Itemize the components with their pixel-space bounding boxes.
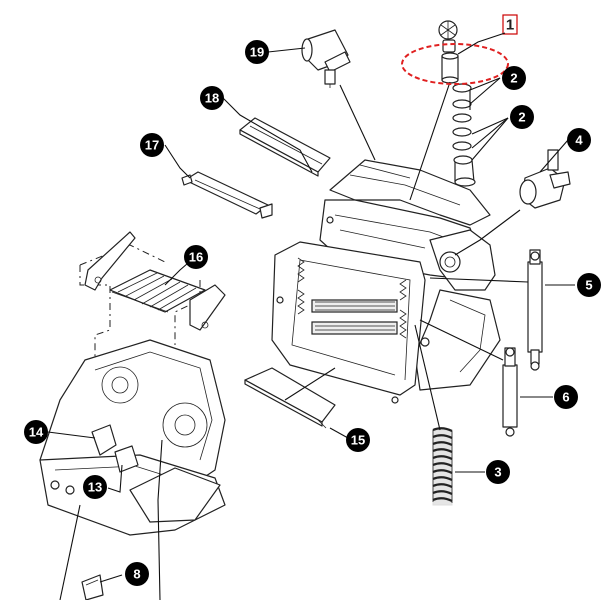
callout-4[interactable]: 4 xyxy=(567,128,591,152)
svg-text:16: 16 xyxy=(189,250,203,265)
reference-box xyxy=(502,14,518,35)
callout-16[interactable]: 16 xyxy=(184,245,208,269)
callout-2-lower[interactable]: 2 xyxy=(510,105,534,129)
callout-14[interactable]: 14 xyxy=(24,420,48,444)
highlight-ellipse xyxy=(401,43,509,85)
svg-text:5: 5 xyxy=(585,278,592,293)
reference-label: 1 xyxy=(506,17,514,34)
part-15-cover-plate xyxy=(244,367,336,429)
svg-text:19: 19 xyxy=(250,45,264,60)
svg-text:15: 15 xyxy=(351,433,365,448)
svg-text:8: 8 xyxy=(133,567,140,582)
callout-3[interactable]: 3 xyxy=(486,460,510,484)
svg-text:13: 13 xyxy=(88,480,102,495)
right-lower-housing xyxy=(414,289,501,391)
leader-lines xyxy=(47,47,575,600)
part-6-shock-absorber xyxy=(502,347,518,437)
callout-17[interactable]: 17 xyxy=(140,133,164,157)
part-2-washers xyxy=(452,83,476,187)
svg-text:2: 2 xyxy=(510,71,517,86)
part-19-clamp-fitting xyxy=(301,29,351,88)
part-16-grate xyxy=(109,269,206,313)
part-17-bracket-strip xyxy=(181,171,273,219)
callout-19[interactable]: 19 xyxy=(245,40,269,64)
part-1-top-cap xyxy=(438,20,458,53)
svg-text:17: 17 xyxy=(145,138,159,153)
part-8-small-bracket xyxy=(81,574,104,600)
callout-6[interactable]: 6 xyxy=(554,385,578,409)
callout-8[interactable]: 8 xyxy=(125,562,149,586)
callout-13[interactable]: 13 xyxy=(83,475,107,499)
callout-5[interactable]: 5 xyxy=(577,273,601,297)
part-1-bushing xyxy=(441,52,459,84)
frame-spring-left xyxy=(297,257,305,315)
part-5-shock-absorber xyxy=(527,249,543,371)
callout-18[interactable]: 18 xyxy=(200,86,224,110)
svg-text:14: 14 xyxy=(29,425,44,440)
main-housing-assembly xyxy=(271,159,501,404)
bearing-housing xyxy=(439,251,461,273)
part-18-plate xyxy=(239,117,331,177)
part-3-coil-spring xyxy=(432,427,453,506)
callouts: 19 18 17 16 2 2 xyxy=(24,40,601,586)
svg-text:2: 2 xyxy=(518,110,525,125)
callout-2-upper[interactable]: 2 xyxy=(502,66,526,90)
front-frame xyxy=(271,241,426,396)
svg-text:6: 6 xyxy=(562,390,569,405)
lower-roller xyxy=(311,321,398,335)
svg-text:4: 4 xyxy=(575,133,583,148)
part-14-bracket xyxy=(91,424,117,456)
svg-text:18: 18 xyxy=(205,91,219,106)
part-4-motor xyxy=(519,149,571,209)
top-cover xyxy=(329,159,491,226)
frame-spring-right xyxy=(399,279,407,339)
part-13-bracket xyxy=(114,445,139,473)
lower-left-frame-assembly xyxy=(39,231,226,536)
svg-text:3: 3 xyxy=(494,465,501,480)
highlight-marker: 1 xyxy=(401,14,518,85)
callout-15[interactable]: 15 xyxy=(346,428,370,452)
right-side-housing xyxy=(429,229,496,291)
